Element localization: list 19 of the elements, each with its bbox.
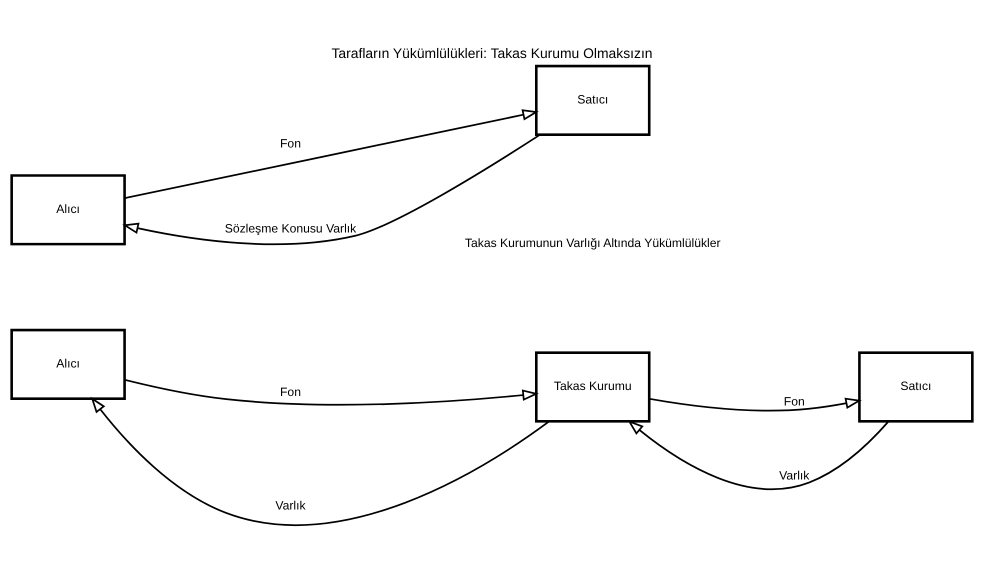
- arrow: [124, 109, 539, 199]
- edge-label: Fon: [280, 384, 301, 399]
- node-box: Takas Kurumu: [535, 351, 651, 423]
- node-box: Satıcı: [535, 64, 651, 136]
- node-box: Alıcı: [10, 174, 126, 246]
- arrow: [627, 420, 890, 490]
- arrow: [122, 134, 541, 246]
- node-box: Alıcı: [10, 328, 126, 400]
- diagram-title: Tarafların Yükümlülükleri: Takas Kurumu Olmaksızın: [331, 45, 653, 62]
- edge-label: Varlık: [779, 468, 810, 482]
- label: Takas Kurumunun Varlığı Altında Yükümlülükler: [464, 236, 721, 250]
- edge-label: Varlık: [275, 498, 306, 513]
- edge-label: Sözleşme Konusu Varlık: [224, 222, 356, 236]
- edge-label: Fon: [280, 136, 301, 150]
- arrow: [649, 398, 862, 412]
- arrow: [124, 379, 539, 406]
- arrow: [90, 396, 550, 526]
- edge-label: Fon: [784, 394, 805, 408]
- node-box: Satıcı: [858, 351, 974, 423]
